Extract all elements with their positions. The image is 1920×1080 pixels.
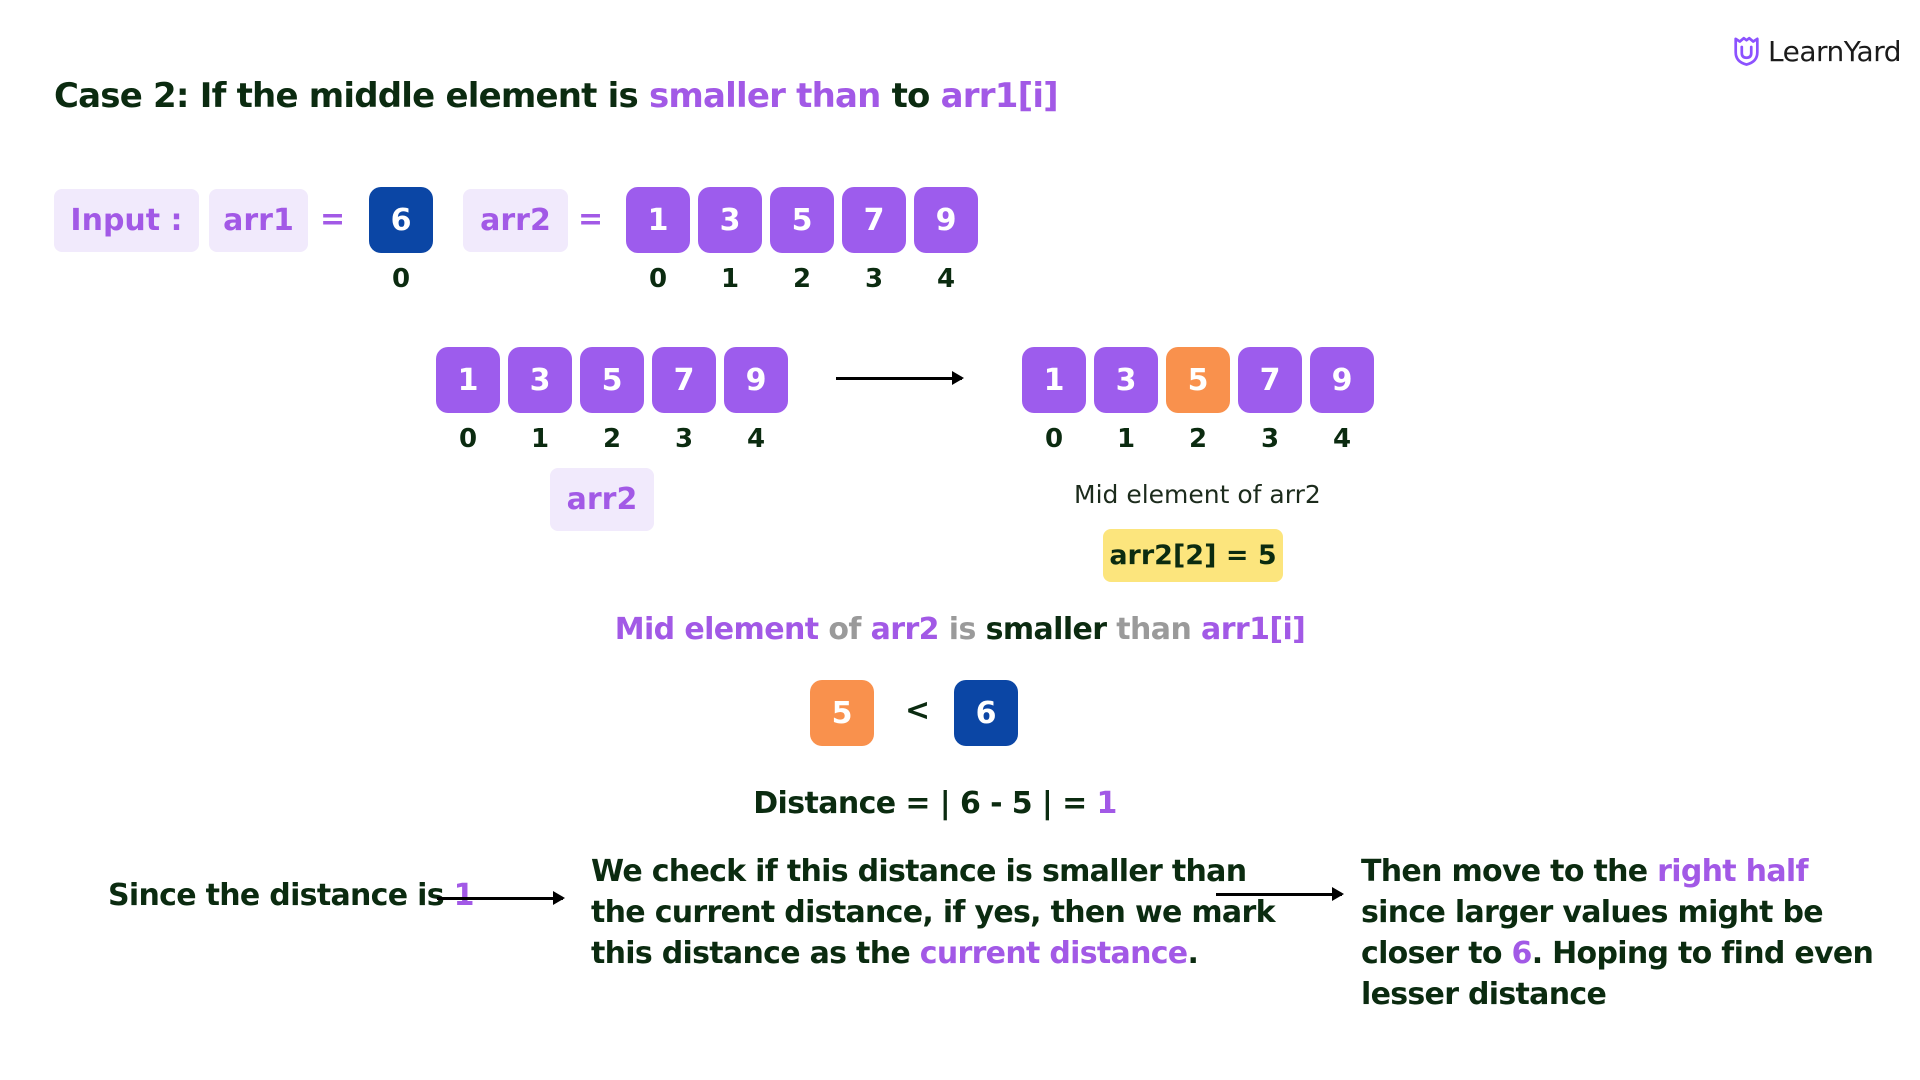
step-left-cell: 7 — [652, 347, 716, 413]
comparison-part: arr1[i] — [1201, 612, 1306, 647]
title-highlight: smaller than — [648, 76, 881, 116]
explanation-highlight: right half — [1657, 854, 1808, 889]
step-right-index: 1 — [1116, 424, 1136, 454]
arr1-label: arr1 — [209, 189, 308, 252]
explanation-line: closer to 6. Hoping to find even — [1361, 933, 1874, 974]
explanation-line: Then move to the right half — [1361, 851, 1873, 892]
page-title: Case 2: If the middle element is smaller… — [54, 76, 1059, 116]
step-right-cell: 3 — [1094, 347, 1158, 413]
arr2-cell: 9 — [914, 187, 978, 253]
distance-value: 1 — [1096, 786, 1117, 821]
arr1-equals: = — [320, 202, 346, 237]
arr2-index: 2 — [792, 264, 812, 294]
step-left-cell: 3 — [508, 347, 572, 413]
title-prefix: Case 2: If the middle element is — [54, 76, 649, 116]
step-right-index: 2 — [1188, 424, 1208, 454]
arr2-index: 3 — [864, 264, 884, 294]
explanation-arrow-1-icon — [437, 891, 565, 905]
comparison-part: of — [818, 612, 871, 647]
explanation-line: this distance as the current distance. — [591, 933, 1275, 974]
arr2-cell: 1 — [626, 187, 690, 253]
brand-logo: LearnYard — [1733, 26, 1901, 76]
step-left-index: 3 — [674, 424, 694, 454]
compare-right-value: 6 — [954, 680, 1018, 746]
arr2-cell: 7 — [842, 187, 906, 253]
arr2-index: 1 — [720, 264, 740, 294]
step-right-index: 4 — [1332, 424, 1352, 454]
brand-name: LearnYard — [1768, 34, 1901, 68]
explanation-text: Then move to the — [1361, 854, 1658, 889]
step-left-cell: 5 — [580, 347, 644, 413]
step-right-index: 0 — [1044, 424, 1064, 454]
explanation-value: 1 — [453, 878, 475, 913]
explanation-step-3: Then move to the right half since larger… — [1361, 851, 1874, 1015]
arr2-cell: 5 — [770, 187, 834, 253]
step-right-cell: 9 — [1310, 347, 1374, 413]
explanation-step-2: We check if this distance is smaller tha… — [591, 851, 1276, 974]
step-arrow-icon — [836, 371, 964, 385]
title-middle: to — [880, 76, 941, 116]
arr2-label: arr2 — [463, 189, 568, 252]
explanation-text: this distance as the — [591, 936, 920, 971]
comparison-part: Mid element — [614, 612, 819, 647]
comparison-part: smaller — [985, 612, 1107, 647]
step-left-index: 0 — [458, 424, 478, 454]
explanation-line: the current distance, if yes, then we ma… — [591, 895, 1276, 930]
distance-text: Distance = | 6 - 5 | = — [753, 786, 1097, 821]
mid-element-badge: arr2[2] = 5 — [1103, 529, 1283, 582]
explanation-text: . Hoping to find even — [1531, 936, 1874, 971]
arr2-index: 0 — [648, 264, 668, 294]
arr2-equals: = — [578, 202, 604, 237]
title-highlight-arr1: arr1[i] — [940, 76, 1059, 116]
explanation-text: closer to — [1361, 936, 1512, 971]
arr1-cell: 6 — [369, 187, 433, 253]
step-arr2-label: arr2 — [550, 468, 654, 531]
less-than-sign: < — [905, 693, 931, 728]
step-left-index: 1 — [530, 424, 550, 454]
arr1-index: 0 — [391, 264, 411, 294]
step-left-index: 2 — [602, 424, 622, 454]
arr2-index: 4 — [936, 264, 956, 294]
compare-left-value: 5 — [810, 680, 874, 746]
explanation-line: since larger values might be — [1361, 895, 1824, 930]
input-label: Input : — [54, 189, 199, 252]
explanation-arrow-2-icon — [1216, 887, 1344, 901]
comparison-sentence: Mid element of arr2 is smaller than arr1… — [0, 612, 1920, 647]
explanation-text: . — [1187, 936, 1199, 971]
explanation-highlight: current distance — [919, 936, 1188, 971]
explanation-step-1: Since the distance is 1 — [108, 875, 475, 916]
shield-u-logo-icon — [1734, 36, 1759, 66]
mid-element-caption: Mid element of arr2 — [1074, 480, 1321, 509]
step-right-index: 3 — [1260, 424, 1280, 454]
explanation-line: lesser distance — [1361, 977, 1607, 1012]
step-right-cell: 7 — [1238, 347, 1302, 413]
comparison-part: than — [1106, 612, 1202, 647]
step-left-cell: 9 — [724, 347, 788, 413]
explanation-line: We check if this distance is smaller tha… — [591, 854, 1247, 889]
comparison-part: is — [938, 612, 986, 647]
step-right-mid-cell: 5 — [1166, 347, 1230, 413]
distance-formula: Distance = | 6 - 5 | = 1 — [0, 786, 1870, 821]
explanation-highlight: 6 — [1511, 936, 1533, 971]
step-right-cell: 1 — [1022, 347, 1086, 413]
step-left-cell: 1 — [436, 347, 500, 413]
explanation-text: Since the distance is — [108, 878, 454, 913]
arr2-cell: 3 — [698, 187, 762, 253]
step-left-index: 4 — [746, 424, 766, 454]
comparison-part: arr2 — [870, 612, 940, 647]
